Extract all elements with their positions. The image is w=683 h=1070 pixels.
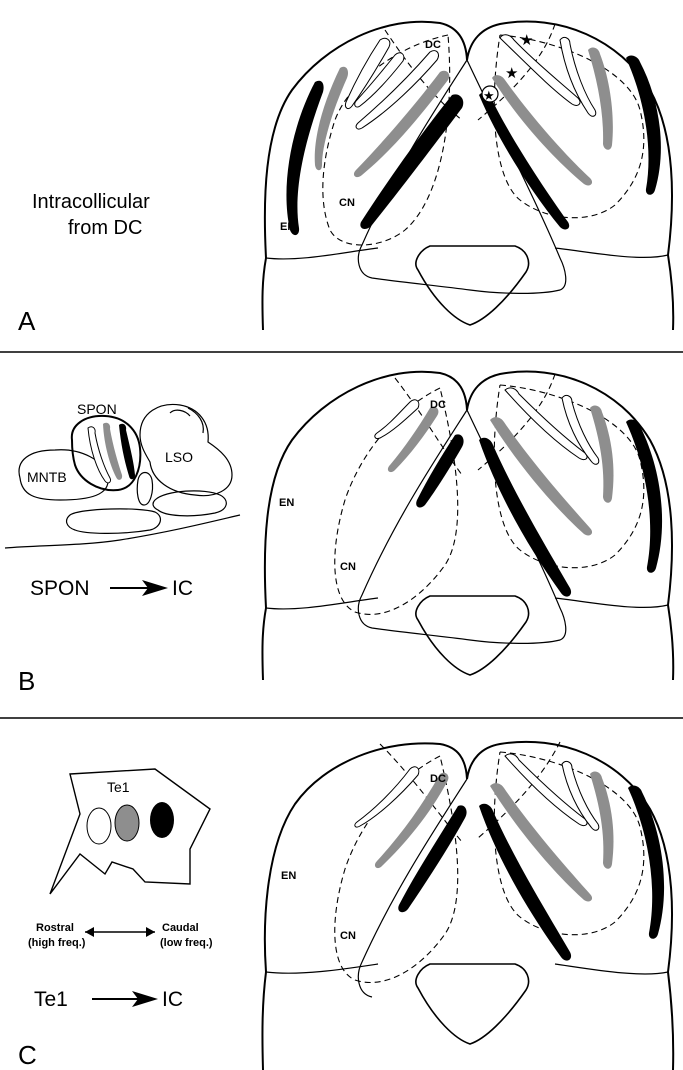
en-label: EN bbox=[280, 221, 295, 233]
panel-c-caption-source: Te1 bbox=[34, 988, 68, 1011]
caudal-sub-label: (low freq.) bbox=[160, 937, 213, 949]
mntb-label: MNTB bbox=[27, 469, 67, 485]
cn-label: CN bbox=[340, 561, 356, 573]
panel-b: DC CN EN SPON MNTB LSO SPON IC B bbox=[5, 372, 673, 696]
star-icon: ★ bbox=[483, 88, 495, 103]
cn-label: CN bbox=[340, 930, 356, 942]
panel-c: DC CN EN Te1 Rostral (high freq.) Caudal… bbox=[18, 742, 673, 1070]
lso-label: LSO bbox=[165, 449, 193, 465]
middle-field-icon bbox=[115, 805, 139, 841]
panel-letter-a: A bbox=[18, 306, 36, 336]
panel-a-caption-line2: from DC bbox=[68, 217, 142, 239]
spon-label: SPON bbox=[77, 401, 117, 417]
arrow-right-icon bbox=[110, 580, 168, 596]
panel-b-caption-source: SPON bbox=[30, 577, 90, 600]
dc-label: DC bbox=[430, 399, 446, 411]
double-arrow-icon bbox=[85, 927, 155, 937]
spon-inset: SPON MNTB LSO bbox=[5, 401, 240, 548]
star-icon: ★ bbox=[505, 65, 518, 82]
en-label: EN bbox=[281, 870, 296, 882]
en-label: EN bbox=[279, 497, 294, 509]
te1-label: Te1 bbox=[107, 779, 130, 795]
rostral-sub-label: (high freq.) bbox=[28, 937, 86, 949]
panel-a-caption-line1: Intracollicular bbox=[32, 191, 150, 213]
panel-b-caption-target: IC bbox=[172, 577, 193, 600]
panel-a: ★ ★ ★ DC CN EN Intracollicular from DC A bbox=[18, 22, 673, 336]
dc-label: DC bbox=[430, 773, 446, 785]
dc-label: DC bbox=[425, 39, 441, 51]
te1-inset: Te1 Rostral (high freq.) Caudal (low fre… bbox=[28, 769, 213, 949]
rostral-label: Rostral bbox=[36, 922, 74, 934]
panel-letter-b: B bbox=[18, 666, 35, 696]
cn-label: CN bbox=[339, 197, 355, 209]
rostral-field-icon bbox=[87, 808, 111, 844]
panel-letter-c: C bbox=[18, 1040, 37, 1070]
arrow-right-icon bbox=[92, 991, 158, 1007]
caudal-field-icon bbox=[150, 802, 174, 838]
panel-c-caption-target: IC bbox=[162, 988, 183, 1011]
caudal-label: Caudal bbox=[162, 922, 199, 934]
star-icon: ★ bbox=[520, 32, 533, 49]
